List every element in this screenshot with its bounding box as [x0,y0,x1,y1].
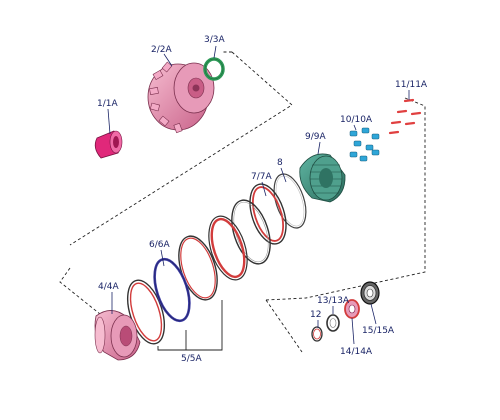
label-part-2: 2/2A [151,45,172,55]
leader-lines [107,45,410,351]
label-part-11: 11/11A [395,80,428,90]
part-10-clips [349,127,380,162]
label-part-3: 3/3A [204,35,225,45]
label-part-8: 8 [277,158,283,168]
part-11-pins [388,98,422,135]
part-2-drum [147,61,215,134]
part-1-bushing [94,130,123,159]
label-part-15: 15/15A [362,326,395,336]
callout-labels: 1/1A 2/2A 3/3A 4/4A 5/5A 6/6A 7/7A 8 9/9… [97,35,428,364]
part-5-disc-stack [126,199,271,345]
part-7-plate [249,183,287,245]
label-part-12: 12 [310,310,321,320]
assembly-dashed-outline [59,51,293,315]
part-4-piston [94,310,141,361]
label-part-1: 1/1A [97,99,118,109]
part-6-ring [153,257,191,323]
label-part-13: 13/13A [317,296,350,306]
label-part-4: 4/4A [98,282,119,292]
label-part-10: 10/10A [340,115,373,125]
part-14-seal [344,299,360,319]
label-part-9: 9/9A [305,132,326,142]
label-part-6: 6/6A [149,240,170,250]
label-part-5: 5/5A [181,354,202,364]
part-13-washer [326,314,340,332]
part-12-small-ring [311,326,323,342]
label-part-14: 14/14A [340,347,373,357]
part-15-bearing [360,281,380,305]
part-9-hub [299,153,346,203]
label-part-7: 7/7A [251,172,272,182]
part-3-seal-ring [203,57,225,81]
